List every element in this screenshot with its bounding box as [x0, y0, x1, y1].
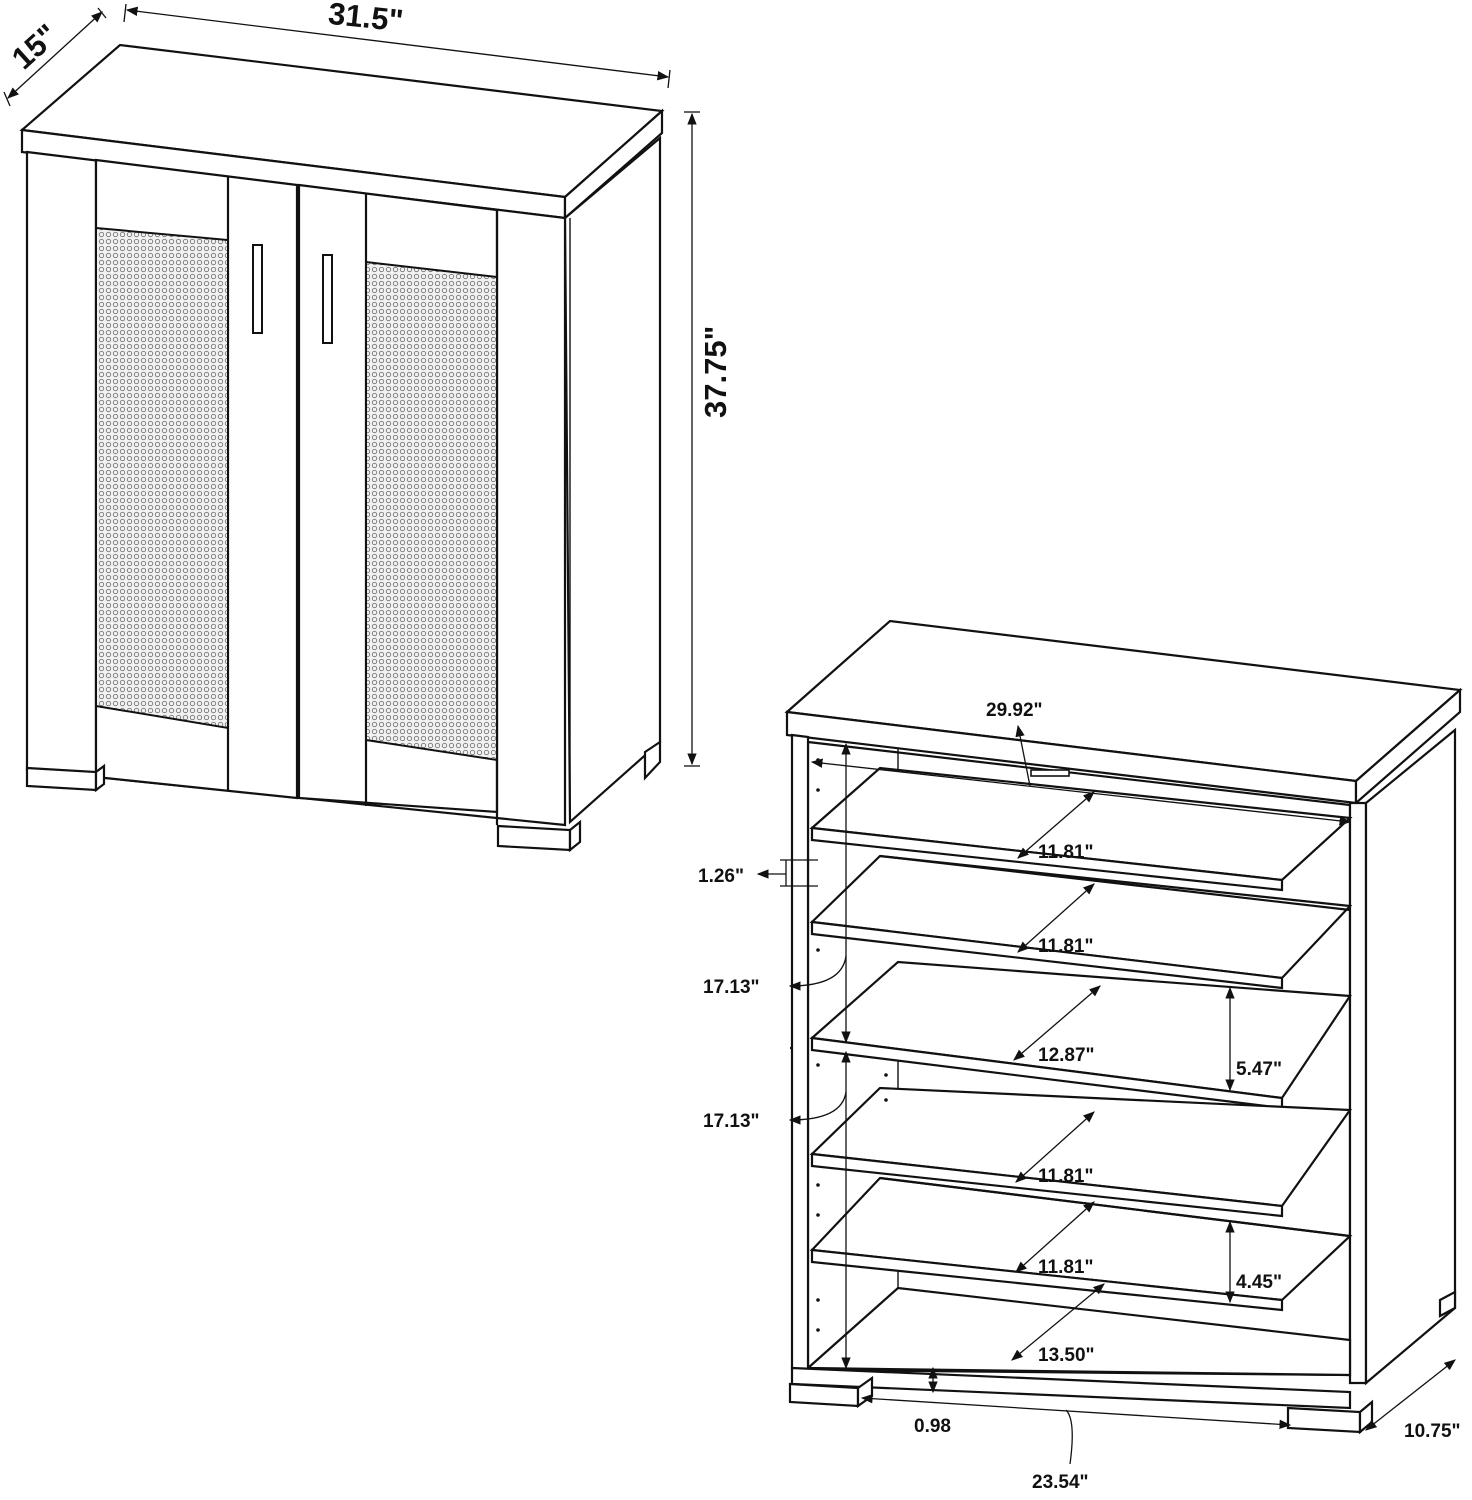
open-dimensions — [756, 724, 1456, 1465]
height-label: 37.75" — [698, 326, 733, 418]
width-label: 31.5" — [327, 0, 405, 38]
base-clearance-label: 0.98 — [914, 1416, 951, 1437]
shelf-depth-label-5: 11.81" — [1038, 1257, 1094, 1278]
shelf-depth-label-3: 12.87" — [1038, 1045, 1095, 1066]
base-depth-label: 10.75" — [1404, 1421, 1461, 1442]
right-door-handle — [322, 254, 333, 344]
open-cabinet — [784, 619, 1463, 1435]
inner-width-label: 29.92" — [986, 700, 1043, 721]
side-height-label-1: 17.13" — [703, 977, 760, 998]
side-height-label-2: 17.13" — [703, 1111, 760, 1132]
closed-cabinet — [19, 43, 665, 853]
left-door-handle — [252, 244, 263, 334]
base-width-label: 23.54" — [1032, 1472, 1089, 1493]
hole-spacing-label: 1.26" — [698, 866, 744, 887]
gap-height-label-2: 4.45" — [1236, 1272, 1282, 1293]
shelf-depth-label-4: 11.81" — [1038, 1166, 1094, 1187]
gap-height-label-1: 5.47" — [1236, 1059, 1282, 1080]
shelf-depth-label-1: 11.81" — [1038, 842, 1094, 863]
right-mesh-panel — [365, 260, 498, 762]
depth-label: 15" — [5, 17, 65, 76]
shelf-depth-label-6: 13.50" — [1038, 1345, 1095, 1366]
shelf-depth-label-2: 11.81" — [1038, 936, 1094, 957]
closed-dimensions — [3, 3, 700, 767]
left-mesh-panel — [95, 226, 229, 730]
